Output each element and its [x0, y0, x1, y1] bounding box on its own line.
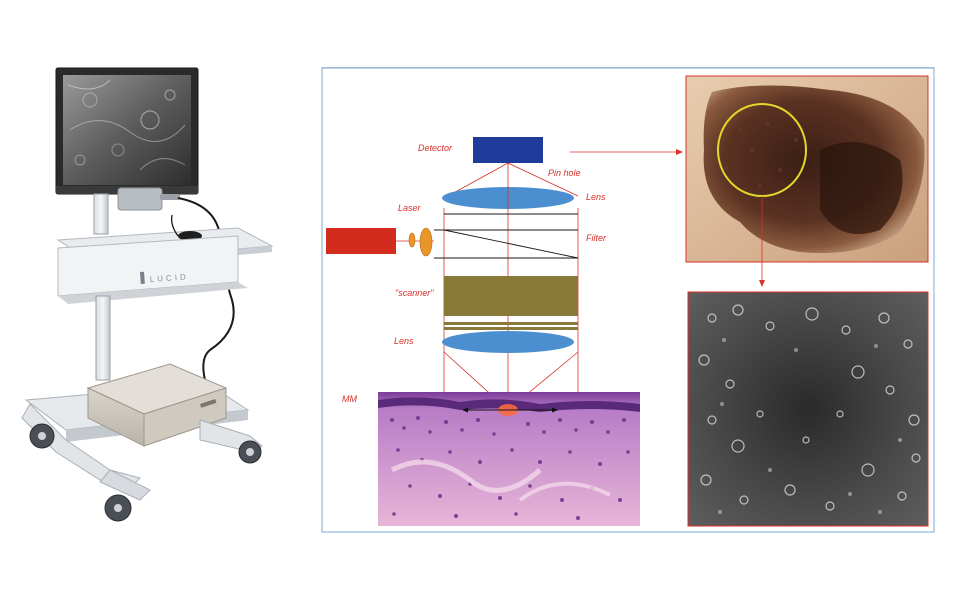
label-scanner: "scanner" [395, 288, 434, 298]
monitor-neck [93, 193, 109, 235]
beam-splitter [443, 229, 579, 259]
brand-label: LUCID [150, 272, 190, 284]
beam-path [434, 163, 579, 408]
label-detector: Detector [418, 143, 453, 153]
cart-pole [95, 295, 111, 381]
label-filter: Filter [586, 233, 607, 243]
scan-head [117, 187, 163, 211]
label-pin-hole: Pin hole [548, 168, 581, 178]
confocal-image [687, 291, 929, 527]
label-laser: Laser [398, 203, 422, 213]
dermoscopy-image [685, 75, 929, 263]
label-mm: MM [342, 394, 357, 404]
handpiece [160, 194, 180, 200]
lens-bottom [442, 331, 574, 353]
schematic-panel: Detector Pin hole Lens Filter Laser [321, 67, 935, 533]
drawer-unit: LUCID [57, 235, 248, 304]
laser-lens-small [408, 232, 416, 248]
confocal-microscope-cart: LUCID [21, 67, 274, 522]
cable [177, 197, 235, 381]
laser-source [326, 228, 396, 254]
label-lens-bottom: Lens [394, 336, 414, 346]
laser-lens-large [419, 227, 433, 257]
monitor [55, 67, 199, 195]
screen-texture [67, 79, 186, 171]
scanner-block [444, 276, 578, 316]
label-lens-top: Lens [586, 192, 606, 202]
cart-wheels [29, 423, 262, 522]
laser-unit-box [86, 363, 228, 447]
detector-block [473, 137, 543, 163]
